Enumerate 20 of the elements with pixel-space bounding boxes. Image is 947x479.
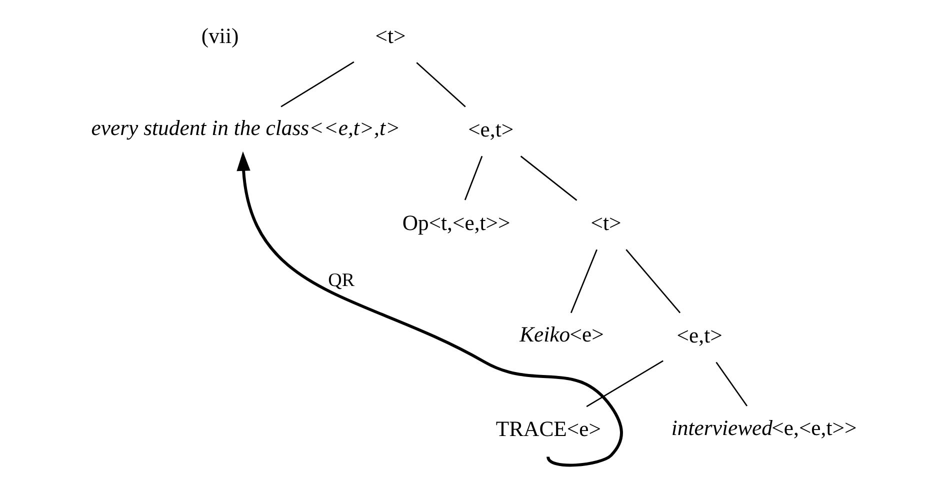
node-text: every student in the class<<e,t>,t> bbox=[91, 116, 400, 140]
node-text: <t> bbox=[590, 211, 622, 236]
connector bbox=[280, 61, 354, 108]
node-text: <e,t> bbox=[676, 324, 722, 348]
arrow bbox=[236, 151, 623, 467]
node-text: Keiko<e> bbox=[520, 322, 604, 346]
node-text: Op<t,<e,t>> bbox=[402, 211, 510, 236]
node-text: interviewed<e,<e,t>> bbox=[671, 416, 857, 440]
connector bbox=[570, 249, 598, 314]
connector bbox=[520, 156, 578, 201]
node-text: TRACE<e> bbox=[496, 417, 601, 442]
connector bbox=[416, 62, 466, 108]
node-text: <e,t> bbox=[468, 118, 514, 142]
connector bbox=[716, 362, 748, 406]
node-text: <t> bbox=[375, 24, 406, 48]
connector bbox=[586, 360, 664, 408]
label: (vii) bbox=[201, 24, 239, 48]
edge-label: QR bbox=[328, 270, 355, 292]
connector bbox=[464, 156, 483, 200]
connector bbox=[626, 249, 681, 314]
